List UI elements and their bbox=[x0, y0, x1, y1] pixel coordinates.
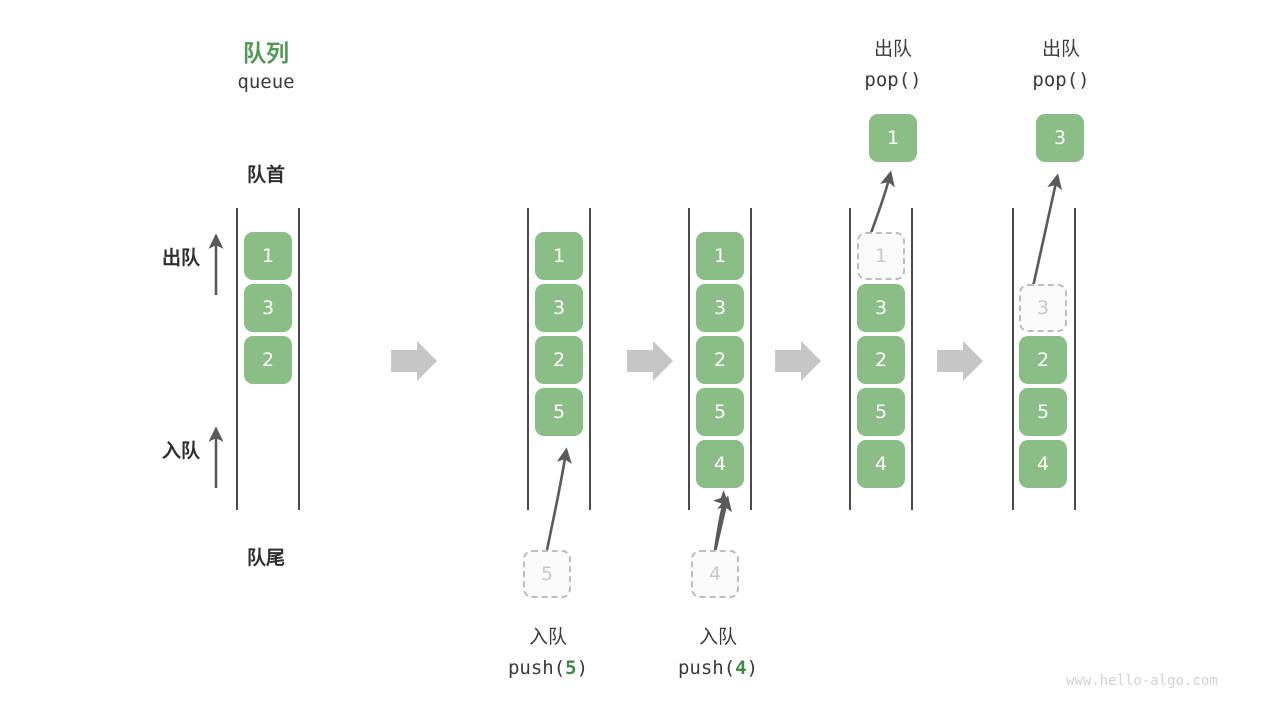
queue-rail-left-5 bbox=[1012, 208, 1014, 510]
queue-title-en: queue bbox=[237, 71, 295, 93]
queue-node: 5 bbox=[535, 388, 583, 436]
queue-node: 3 bbox=[696, 284, 744, 332]
push4-arrow bbox=[712, 489, 730, 551]
push4-arrow-body bbox=[713, 495, 732, 553]
popped-node: 1 bbox=[869, 114, 917, 162]
queue-node: 3 bbox=[857, 284, 905, 332]
queue-title-cn: 队列 bbox=[243, 41, 289, 67]
push5-caption-cn: 入队 bbox=[528, 626, 567, 648]
queue-rail-left-3 bbox=[688, 208, 690, 510]
flow-chevron-1 bbox=[391, 341, 437, 381]
queue-node: 4 bbox=[696, 440, 744, 488]
queue-node: 5 bbox=[696, 388, 744, 436]
enqueue-label: 入队 bbox=[161, 440, 200, 462]
queue-node: 2 bbox=[535, 336, 583, 384]
queue-node: 2 bbox=[244, 336, 292, 384]
queue-node: 2 bbox=[1019, 336, 1067, 384]
queue-node: 5 bbox=[857, 388, 905, 436]
push4-code-value: 4 bbox=[735, 657, 747, 679]
pop3-header-cn: 出队 bbox=[1041, 38, 1080, 60]
incoming-node-ghost: 4 bbox=[691, 550, 739, 598]
popped-node-ghost: 1 bbox=[857, 232, 905, 280]
queue-rail-right-4 bbox=[911, 208, 913, 510]
queue-head-label: 队首 bbox=[246, 164, 285, 186]
push4-code-suffix: ) bbox=[746, 657, 759, 679]
queue-node: 2 bbox=[857, 336, 905, 384]
queue-rail-left-4 bbox=[849, 208, 851, 510]
site-watermark: www.hello-algo.com bbox=[1066, 673, 1218, 689]
queue-rail-right-5 bbox=[1074, 208, 1076, 510]
pop1-header-code: pop() bbox=[864, 69, 922, 91]
queue-tail-label: 队尾 bbox=[246, 547, 285, 569]
push4-caption-cn: 入队 bbox=[698, 626, 737, 648]
queue-node: 1 bbox=[244, 232, 292, 280]
push5-code-prefix: push( bbox=[507, 657, 566, 679]
queue-rail-left-1 bbox=[236, 208, 238, 510]
queue-rail-left-2 bbox=[527, 208, 529, 510]
queue-node: 4 bbox=[857, 440, 905, 488]
queue-node: 1 bbox=[696, 232, 744, 280]
queue-node: 3 bbox=[244, 284, 292, 332]
pop3-header-code: pop() bbox=[1032, 69, 1090, 91]
queue-node: 3 bbox=[535, 284, 583, 332]
queue-node: 5 bbox=[1019, 388, 1067, 436]
push5-code-value: 5 bbox=[565, 657, 577, 679]
queue-rail-right-2 bbox=[589, 208, 591, 510]
pop3-arrow bbox=[1029, 173, 1063, 297]
flow-chevron-4 bbox=[937, 341, 983, 381]
queue-rail-right-3 bbox=[750, 208, 752, 510]
push5-caption-code: push(5) bbox=[462, 657, 634, 679]
flow-chevron-2 bbox=[627, 341, 673, 381]
push4-code-prefix: push( bbox=[677, 657, 736, 679]
popped-node-ghost: 3 bbox=[1019, 284, 1067, 332]
queue-node: 4 bbox=[1019, 440, 1067, 488]
queue-node: 2 bbox=[696, 336, 744, 384]
queue-node: 1 bbox=[535, 232, 583, 280]
flow-chevron-3 bbox=[775, 341, 821, 381]
incoming-node-ghost: 5 bbox=[523, 550, 571, 598]
queue-rail-right-1 bbox=[298, 208, 300, 510]
push4-caption-code: push(4) bbox=[632, 657, 804, 679]
dequeue-label: 出队 bbox=[161, 247, 200, 269]
push5-code-suffix: ) bbox=[576, 657, 589, 679]
pop1-header-cn: 出队 bbox=[873, 38, 912, 60]
popped-node: 3 bbox=[1036, 114, 1084, 162]
push5-arrow bbox=[545, 447, 572, 551]
